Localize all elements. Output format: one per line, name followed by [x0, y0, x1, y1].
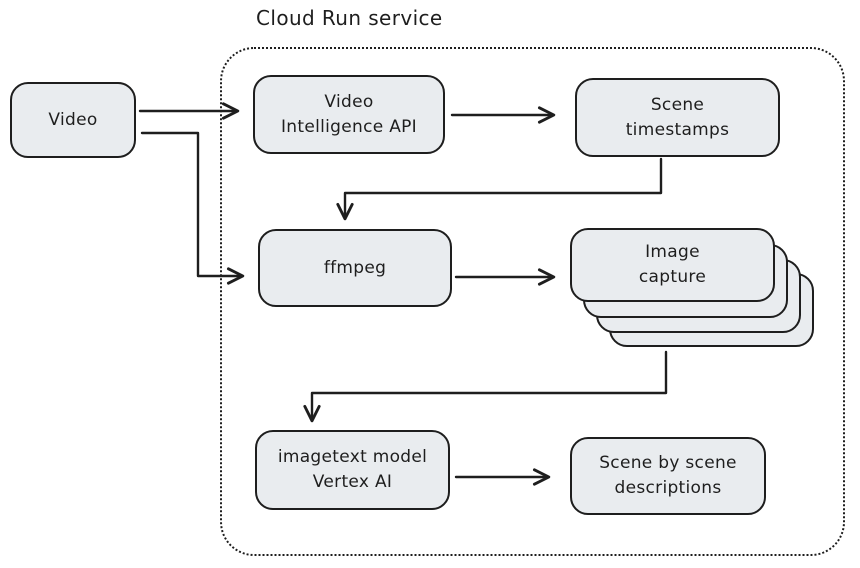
node-scene-descriptions: Scene by scene descriptions	[570, 437, 766, 515]
node-video: Video	[10, 82, 136, 158]
node-video-intelligence-api: Video Intelligence API	[253, 75, 445, 154]
node-image-capture: Image capture	[570, 228, 775, 302]
edge-image-capture-to-imagetext-vertex-ai	[303, 350, 668, 423]
node-scene-timestamps: Scene timestamps	[575, 78, 780, 157]
node-imagetext-vertex-ai: imagetext model Vertex AI	[255, 430, 450, 510]
node-ffmpeg: ffmpeg	[258, 229, 452, 307]
edge-scene-timestamps-to-ffmpeg	[336, 157, 663, 221]
node-image-capture-stack: Image capture	[570, 228, 814, 347]
edge-video-to-ffmpeg	[140, 131, 245, 285]
cloud-run-service-title: Cloud Run service	[256, 6, 443, 30]
cloud-run-service-container	[220, 47, 845, 556]
